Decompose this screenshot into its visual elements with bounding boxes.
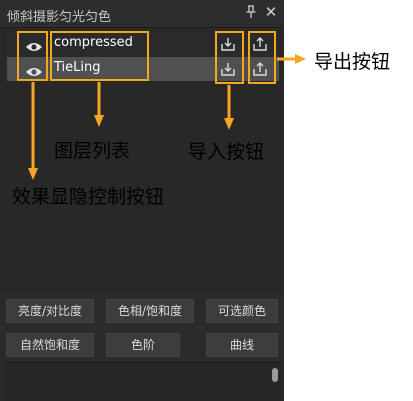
layer-list-annotation: 图层列表 — [54, 140, 131, 162]
layer-row-tieling[interactable]: TieLing — [7, 57, 279, 81]
import-buttons-highlight — [215, 31, 244, 84]
layer-list-highlight — [50, 31, 149, 81]
brightness-contrast-button[interactable]: 亮度/对比度 — [6, 299, 94, 323]
selective-color-button[interactable]: 可选颜色 — [206, 299, 278, 323]
effect-toggle-annotation: 效果显隐控制按钮 — [12, 186, 165, 208]
layer-row-compressed[interactable]: compressed — [7, 32, 279, 56]
eye-buttons-highlight — [17, 31, 48, 81]
export-buttons-highlight — [248, 31, 276, 84]
log-area — [3, 362, 281, 401]
scrollbar-thumb[interactable] — [272, 368, 278, 382]
pin-icon[interactable] — [244, 5, 258, 23]
panel-title: 倾斜摄影匀光匀色 — [7, 10, 112, 25]
eye-icon[interactable] — [25, 38, 43, 51]
layer-list: compressed TieLing — [0, 29, 284, 291]
eye-icon[interactable] — [25, 63, 43, 76]
import-icon[interactable] — [219, 60, 237, 78]
export-icon[interactable] — [251, 35, 269, 53]
adjustment-area: 亮度/对比度 色相/饱和度 可选颜色 自然饱和度 色阶 曲线 — [0, 291, 284, 401]
natural-saturation-button[interactable]: 自然饱和度 — [6, 333, 94, 357]
import-icon[interactable] — [219, 35, 237, 53]
curves-button[interactable]: 曲线 — [206, 333, 278, 357]
layer-name: TieLing — [54, 60, 101, 75]
export-button-annotation: 导出按钮 — [314, 51, 391, 73]
panel-titlebar: 倾斜摄影匀光匀色 ✕ — [0, 0, 284, 28]
color-balance-panel: 倾斜摄影匀光匀色 ✕ compressed TieLing — [0, 0, 284, 401]
close-icon[interactable]: ✕ — [264, 3, 278, 21]
color-levels-button[interactable]: 色阶 — [106, 333, 180, 357]
export-icon[interactable] — [251, 60, 269, 78]
hue-saturation-button[interactable]: 色相/饱和度 — [106, 299, 194, 323]
layer-name: compressed — [54, 35, 133, 50]
import-button-annotation: 导入按钮 — [188, 141, 265, 163]
